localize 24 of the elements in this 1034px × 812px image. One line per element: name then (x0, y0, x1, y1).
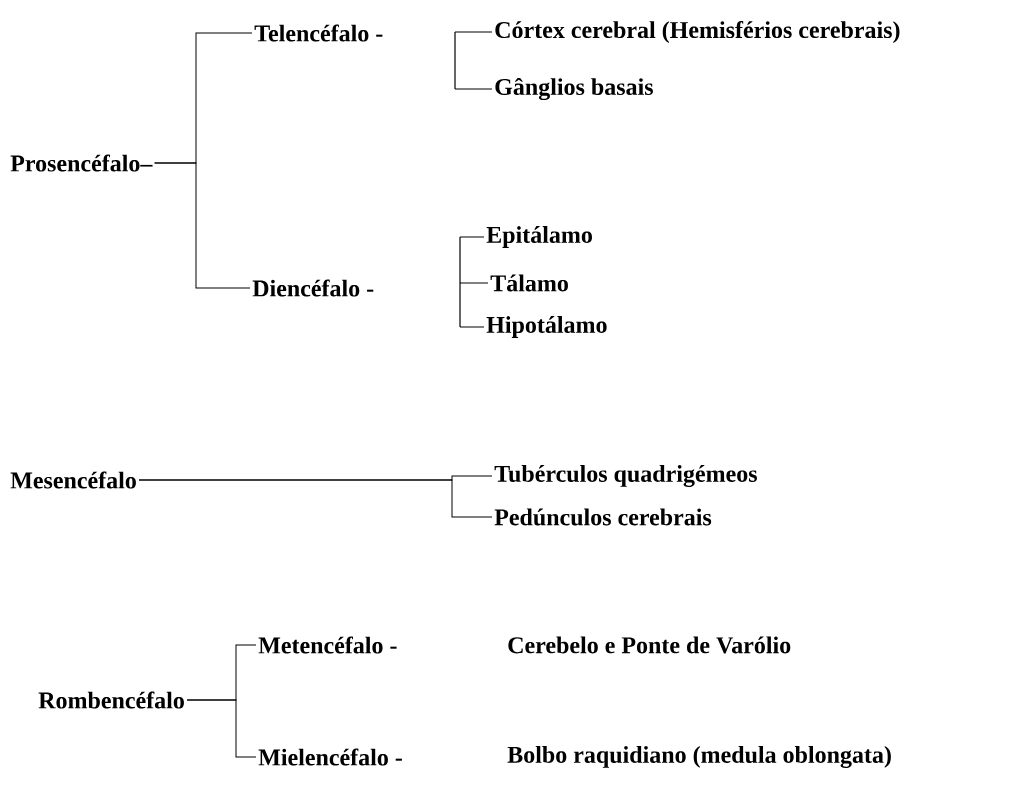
term-label: Telencéfalo - (254, 24, 383, 42)
bracket-line (454, 31, 493, 33)
term-label: Bolbo raquidiano (medula oblongata) (507, 746, 891, 768)
bracket-line (454, 88, 493, 90)
term-label: Cerebelo e Ponte de Varólio (508, 636, 791, 654)
term-label: Tubérculos quadrigémeos (494, 465, 757, 487)
term-label: Gânglios basais (495, 77, 653, 101)
term-label: Hipotálamo (486, 316, 607, 338)
bracket-line (154, 162, 251, 289)
term-label: Mielencéfalo - (258, 748, 402, 766)
term-label: Rombencéfalo (38, 691, 184, 709)
term-label: Mesencéfalo (10, 471, 136, 489)
bracket-line (459, 326, 485, 328)
term-label: Metencéfalo - (258, 636, 397, 654)
term-label: Diencéfalo - (252, 279, 374, 297)
term-label: Tálamo (490, 274, 568, 292)
term-label: Córtex cerebral (Hemisférios cerebrais) (495, 21, 900, 43)
term-label: Prosencéfalo– (10, 154, 153, 172)
bracket-line (459, 282, 489, 284)
term-label: Pedúnculos cerebrais (494, 508, 712, 526)
bracket-line (138, 479, 493, 518)
bracket-line (459, 236, 485, 238)
term-label: Epitálamo (486, 226, 592, 248)
bracket-line (186, 699, 257, 758)
